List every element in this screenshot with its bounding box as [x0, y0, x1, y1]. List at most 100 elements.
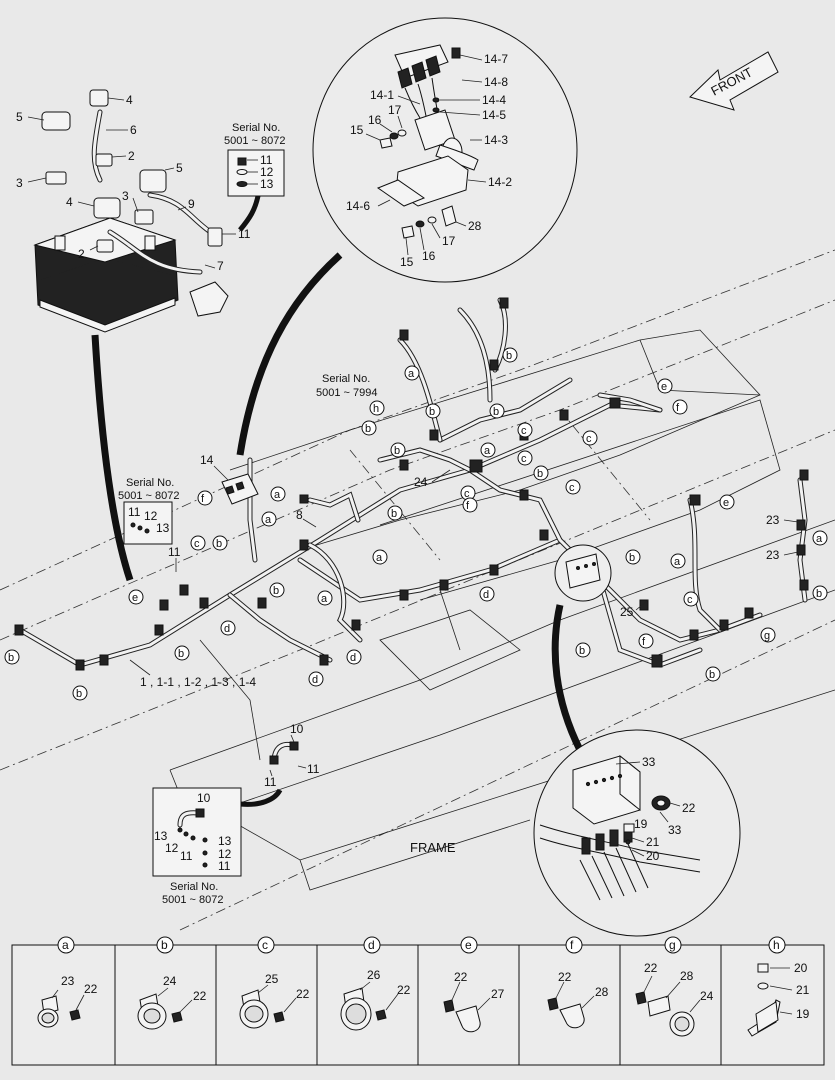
svg-text:Serial No.: Serial No. — [322, 373, 370, 385]
svg-text:33: 33 — [668, 823, 682, 837]
svg-text:21: 21 — [796, 983, 810, 997]
svg-text:Serial No.: Serial No. — [170, 881, 218, 893]
svg-text:13: 13 — [218, 834, 232, 848]
svg-text:d: d — [224, 623, 230, 635]
svg-text:14-6: 14-6 — [346, 199, 370, 213]
svg-text:11: 11 — [128, 505, 141, 519]
svg-text:c: c — [687, 594, 693, 606]
bottom-harness-piece: 10 11 11 — [239, 722, 320, 807]
svg-text:14-5: 14-5 — [482, 108, 506, 122]
serial-box-bottom: 10 13 12 11 13 12 11 Serial No. 5001 ~ 8… — [152, 787, 242, 906]
battery-leader — [91, 334, 134, 582]
svg-text:11: 11 — [264, 775, 277, 789]
svg-text:a: a — [274, 489, 281, 501]
svg-text:h: h — [373, 403, 379, 415]
clip-cell-f: f 22 28 — [547, 936, 609, 1029]
harness-letter-markers: b b e c b f a a b d b a d d a b d a h b … — [4, 347, 828, 701]
svg-text:13: 13 — [154, 829, 168, 843]
svg-text:2: 2 — [78, 247, 85, 261]
svg-text:25: 25 — [265, 972, 279, 986]
svg-text:5001 ~ 7994: 5001 ~ 7994 — [316, 387, 377, 399]
svg-text:22: 22 — [193, 989, 207, 1003]
svg-text:b: b — [273, 585, 279, 597]
harness-part-label: 1 , 1-1 , 1-2 , 1-3 , 1-4 — [140, 675, 256, 689]
svg-text:26: 26 — [367, 968, 381, 982]
svg-text:b: b — [709, 669, 715, 681]
svg-text:f: f — [642, 636, 646, 648]
clip-cell-h: h 20 21 19 — [747, 936, 810, 1037]
svg-text:12: 12 — [165, 841, 179, 855]
harness-clips — [14, 297, 809, 671]
svg-text:28: 28 — [595, 985, 609, 999]
svg-text:g: g — [764, 630, 770, 642]
svg-text:20: 20 — [794, 961, 808, 975]
svg-text:22: 22 — [397, 983, 411, 997]
svg-text:c: c — [262, 938, 268, 952]
clip-cell-b: b 24 22 — [137, 936, 207, 1030]
svg-text:4: 4 — [66, 195, 73, 209]
svg-text:a: a — [674, 556, 681, 568]
svg-text:a: a — [408, 368, 415, 380]
front-arrow: FRONT — [689, 51, 779, 111]
svg-text:g: g — [669, 938, 676, 952]
svg-text:12: 12 — [218, 847, 232, 861]
svg-text:b: b — [394, 445, 400, 457]
svg-text:c: c — [586, 433, 592, 445]
svg-text:e: e — [723, 497, 729, 509]
svg-text:14-3: 14-3 — [484, 133, 508, 147]
svg-text:b: b — [76, 688, 82, 700]
svg-text:10: 10 — [197, 791, 211, 805]
svg-text:16: 16 — [368, 113, 382, 127]
clip-reference-table — [11, 944, 825, 1066]
svg-text:b: b — [429, 406, 435, 418]
svg-text:d: d — [312, 674, 318, 686]
svg-text:20: 20 — [646, 849, 660, 863]
svg-text:14-2: 14-2 — [488, 175, 512, 189]
svg-text:a: a — [265, 514, 272, 526]
svg-text:c: c — [521, 425, 527, 437]
svg-text:22: 22 — [558, 970, 572, 984]
svg-text:15: 15 — [400, 255, 414, 269]
svg-text:b: b — [216, 538, 222, 550]
svg-text:10: 10 — [290, 722, 304, 736]
main-callouts: 14 8 11 24 25 23 23 — [168, 453, 799, 619]
svg-text:b: b — [506, 350, 512, 362]
svg-text:8: 8 — [296, 508, 303, 522]
clip-cell-a: a 23 22 — [37, 936, 98, 1028]
svg-text:19: 19 — [634, 817, 648, 831]
svg-text:4: 4 — [126, 93, 133, 107]
svg-text:b: b — [8, 652, 14, 664]
svg-text:13: 13 — [156, 521, 170, 535]
svg-text:b: b — [493, 406, 499, 418]
battery-assembly — [33, 89, 229, 333]
svg-text:25: 25 — [620, 605, 634, 619]
svg-text:2: 2 — [128, 149, 135, 163]
svg-text:24: 24 — [414, 475, 428, 489]
svg-text:c: c — [464, 488, 470, 500]
svg-text:15: 15 — [350, 123, 364, 137]
svg-text:e: e — [132, 592, 138, 604]
clip-cell-d: d 26 22 — [340, 936, 411, 1031]
svg-text:a: a — [62, 938, 69, 952]
svg-text:3: 3 — [16, 176, 23, 190]
svg-text:b: b — [579, 645, 585, 657]
svg-text:11: 11 — [307, 762, 320, 776]
svg-text:d: d — [350, 652, 356, 664]
frame-label: FRAME — [410, 840, 456, 855]
svg-text:11: 11 — [180, 849, 193, 863]
svg-text:22: 22 — [84, 982, 98, 996]
svg-text:b: b — [537, 468, 543, 480]
svg-text:23: 23 — [61, 974, 75, 988]
svg-text:5: 5 — [176, 161, 183, 175]
svg-text:c: c — [521, 453, 527, 465]
svg-text:b: b — [816, 588, 822, 600]
svg-text:d: d — [483, 589, 489, 601]
svg-text:f: f — [570, 938, 574, 952]
svg-text:d: d — [368, 938, 375, 952]
relay-box — [221, 473, 259, 505]
svg-text:33: 33 — [642, 755, 656, 769]
svg-text:a: a — [321, 593, 328, 605]
clip-cell-e: e 22 27 — [443, 936, 505, 1033]
svg-text:16: 16 — [422, 249, 436, 263]
